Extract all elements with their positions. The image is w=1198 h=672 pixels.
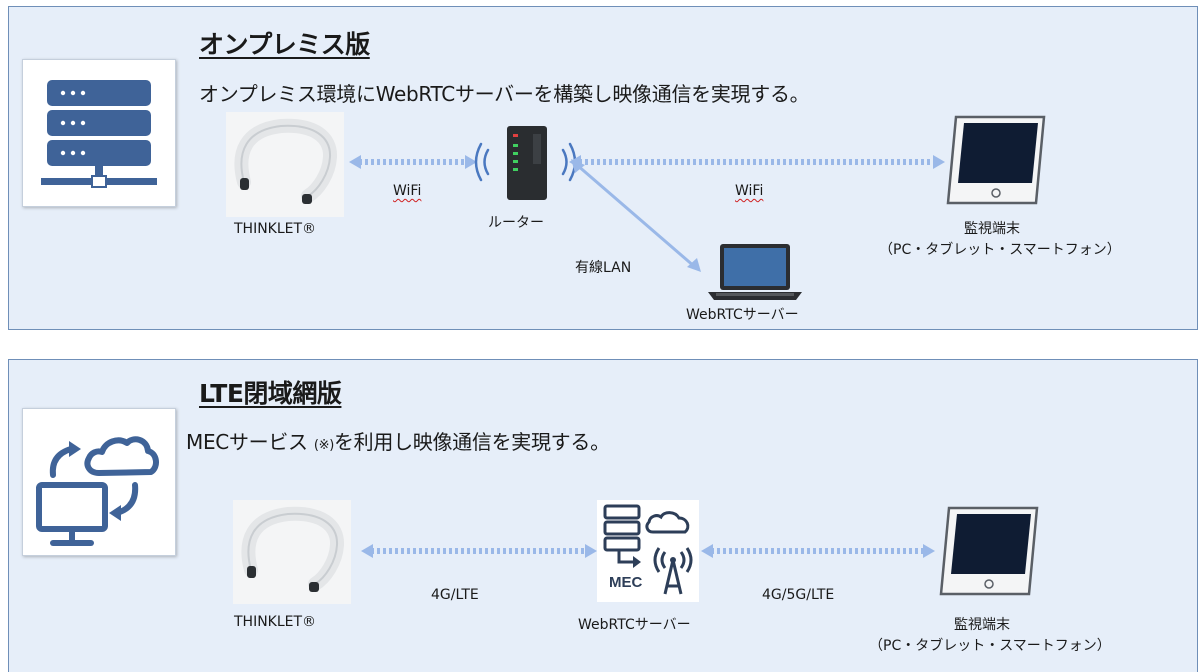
lte-link-right-label: 4G/5G/LTE xyxy=(762,587,835,603)
laptop-icon xyxy=(708,244,802,300)
onpremise-thinklet-label: THINKLET® xyxy=(234,221,317,237)
mec-badge: MEC xyxy=(609,574,643,591)
lte-subtitle-rest: を利用し映像通信を実現する。 xyxy=(333,430,610,454)
wifi-left-label: WiFi xyxy=(393,183,422,199)
onpremise-terminal-label: 監視端末 xyxy=(964,221,1020,237)
wifi-link-left-arrow xyxy=(349,155,477,169)
cloud-sync-computer-icon xyxy=(36,436,159,546)
router-icon xyxy=(474,126,577,200)
tablet-icon xyxy=(946,115,1046,205)
wired-lan-arrow xyxy=(571,159,701,272)
lte-thinklet-device-image xyxy=(233,500,351,604)
lte-icon-box xyxy=(22,408,176,556)
lte-subtitle: MECサービス (※)を利用し映像通信を実現する。 xyxy=(186,426,610,455)
lte-link-left-label: 4G/LTE xyxy=(431,587,479,603)
tablet-icon xyxy=(939,506,1039,596)
lte-link-left-arrow xyxy=(361,544,597,558)
lte-link-right-arrow xyxy=(701,544,935,558)
thinklet-device-image xyxy=(226,112,344,217)
onpremise-terminal-sublabel: （PC・タブレット・スマートフォン） xyxy=(879,242,1121,258)
onpremise-panel: オンプレミス版 オンプレミス環境にWebRTCサーバーを構築し映像通信を実現する… xyxy=(8,6,1198,330)
lte-panel: LTE閉域網版 MECサービス (※)を利用し映像通信を実現する。 THINKL… xyxy=(8,359,1198,672)
server-network-icon xyxy=(41,80,157,188)
lte-subtitle-note: (※) xyxy=(313,438,334,453)
neckband-icon xyxy=(241,506,344,592)
onpremise-icon-box xyxy=(22,59,176,207)
lte-subtitle-main: MECサービス xyxy=(186,430,308,454)
wifi-right-label: WiFi xyxy=(735,183,764,199)
lte-title-text: LTE閉域網版 xyxy=(199,379,342,408)
lte-terminal-sublabel: （PC・タブレット・スマートフォン） xyxy=(869,638,1111,654)
webrtc-server-label: WebRTCサーバー xyxy=(686,307,799,323)
lte-thinklet-label: THINKLET® xyxy=(234,614,317,630)
onpremise-title: オンプレミス版 xyxy=(199,30,370,59)
wired-lan-label: 有線LAN xyxy=(575,260,632,276)
onpremise-subtitle: オンプレミス環境にWebRTCサーバーを構築し映像通信を実現する。 xyxy=(199,82,810,106)
neckband-icon xyxy=(234,118,337,204)
mec-server-icon xyxy=(603,504,693,595)
lte-title: LTE閉域網版 xyxy=(199,374,342,410)
mec-server-image: MEC xyxy=(597,500,699,602)
router-label: ルーター xyxy=(488,215,544,231)
lte-webrtc-server-label: WebRTCサーバー xyxy=(578,617,691,633)
lte-terminal-label: 監視端末 xyxy=(954,617,1010,633)
